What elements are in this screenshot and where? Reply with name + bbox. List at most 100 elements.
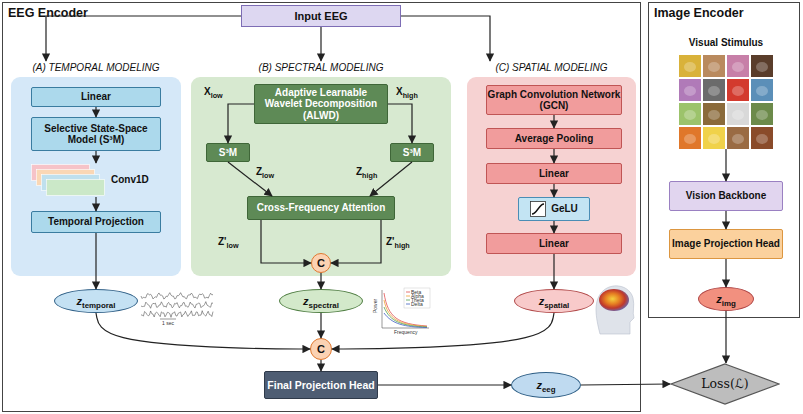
plot-annotation: Frequency xyxy=(394,330,418,335)
spectrum-curve xyxy=(384,313,427,328)
image-detail xyxy=(708,62,720,72)
heading-text: Image Encoder xyxy=(654,6,744,20)
eeg-trace xyxy=(141,293,213,299)
subscript: high xyxy=(362,171,377,180)
image-detail xyxy=(708,86,720,96)
process-box: Vision Backbone xyxy=(669,181,783,211)
connector-arrow xyxy=(228,104,254,143)
symbol-letter: Z' xyxy=(386,236,395,247)
connector-arrow xyxy=(401,16,490,61)
concat-circle: C xyxy=(311,253,331,273)
symbol-letter: z xyxy=(536,379,542,391)
encoder-frame: Image EncoderVisual StimulusVision Backb… xyxy=(648,2,800,318)
eeg-trace xyxy=(141,302,213,309)
eeg-illustration xyxy=(141,293,213,318)
process-box: Adaptive Learnable Wavelet Decomposition… xyxy=(254,84,388,124)
heading-text: EEG Encoder xyxy=(8,6,88,20)
conv-layer xyxy=(47,180,105,196)
node-label: zspatial xyxy=(539,295,570,308)
module-panel: (A) TEMPORAL MODELING LinearSelective Sta… xyxy=(11,61,181,276)
node-label: Linear xyxy=(81,91,111,103)
symbol-frame xyxy=(531,202,546,217)
connector-arrow xyxy=(332,313,554,349)
connector-arrow xyxy=(553,184,554,197)
connector-arrow xyxy=(320,273,321,289)
spectrum-plot xyxy=(382,288,430,328)
symbol-letter: z xyxy=(303,295,309,307)
connector-arrow xyxy=(95,197,96,211)
legend-line xyxy=(406,296,410,297)
plot-annotation: 1 sec xyxy=(162,321,174,326)
scale-bar xyxy=(160,319,176,320)
image-detail xyxy=(756,134,768,144)
connector-arrow xyxy=(95,151,96,163)
concat-circle: C xyxy=(310,338,332,360)
stimulus-image xyxy=(679,103,701,125)
heading-text: (B) SPECTRAL MODELING xyxy=(191,62,451,74)
connector-arrow xyxy=(378,384,511,385)
eeg-trace xyxy=(141,311,213,318)
spectrum-curve xyxy=(384,307,427,327)
subscript: img xyxy=(722,299,736,308)
symbol-letter: z xyxy=(77,295,83,307)
brain-illustration xyxy=(596,286,634,334)
heading-text: (A) TEMPORAL MODELING xyxy=(11,62,181,74)
node-label: Vision Backbone xyxy=(686,190,766,202)
connector-arrow xyxy=(95,107,96,117)
node-label: Image Projection Head xyxy=(672,238,780,250)
node-label: Selective State-Space Model (S³M) xyxy=(32,123,160,146)
encoder-frame: EEG Encoder Input EEG (A) TEMPORAL MODELIN… xyxy=(2,2,641,412)
embedding-ellipse: ztemporal xyxy=(54,289,138,313)
stimulus-image xyxy=(703,103,725,125)
image-detail xyxy=(708,134,720,144)
image-detail xyxy=(732,62,744,72)
stimulus-grid: Visual Stimulus xyxy=(679,37,773,149)
stimulus-image xyxy=(727,103,749,125)
node-label: C xyxy=(317,343,325,356)
embedding-ellipse: zeeg xyxy=(511,372,581,398)
connector-arrow xyxy=(320,313,321,338)
symbol-letter: X xyxy=(204,86,211,97)
node-label: Final Projection Head xyxy=(267,379,374,391)
node-label: S³M xyxy=(219,147,237,159)
signal-label: Z'high xyxy=(386,236,410,247)
image-detail xyxy=(732,86,744,96)
node-label: Graph Convolution Network (GCN) xyxy=(487,89,621,112)
legend-line xyxy=(406,300,410,301)
symbol-letter: X xyxy=(396,86,403,97)
subscript: high xyxy=(395,241,410,250)
subscript: spectral xyxy=(309,301,339,310)
subscript: low xyxy=(262,171,274,180)
node-label: GeLU xyxy=(551,203,578,215)
stimulus-image xyxy=(727,127,749,149)
embedding-ellipse: zspatial xyxy=(514,289,594,313)
node-label: ztemporal xyxy=(77,295,116,308)
node-label: C xyxy=(317,257,325,270)
stimulus-image xyxy=(751,55,773,77)
node-label: Linear xyxy=(539,238,569,250)
connector-arrow xyxy=(261,220,311,263)
stimulus-image xyxy=(751,103,773,125)
connector-arrow xyxy=(320,27,321,61)
image-detail xyxy=(708,110,720,120)
embedding-ellipse: zspectral xyxy=(279,289,363,313)
stimulus-image xyxy=(703,55,725,77)
node-label: Conv1D xyxy=(111,174,149,186)
stimulus-image xyxy=(751,127,773,149)
connector-arrow xyxy=(320,360,321,371)
signal-label: Xlow xyxy=(204,86,223,97)
stimulus-image xyxy=(679,127,701,149)
node-label: Input EEG xyxy=(294,10,347,23)
conv-layers xyxy=(31,164,105,196)
process-box: Linear xyxy=(486,233,622,254)
heading-text: (C) SPATIAL MODELING xyxy=(467,62,636,74)
process-box: Linear xyxy=(486,163,622,184)
subscript: low xyxy=(227,241,239,250)
connector-arrow xyxy=(553,149,554,163)
brain-shape xyxy=(599,289,629,311)
connector-arrow xyxy=(95,233,96,289)
image-grid xyxy=(679,55,773,149)
connector-arrow xyxy=(725,259,726,287)
signal-label: Zlow xyxy=(256,166,274,177)
loss-diamond: Loss(ℒ) xyxy=(670,363,780,405)
